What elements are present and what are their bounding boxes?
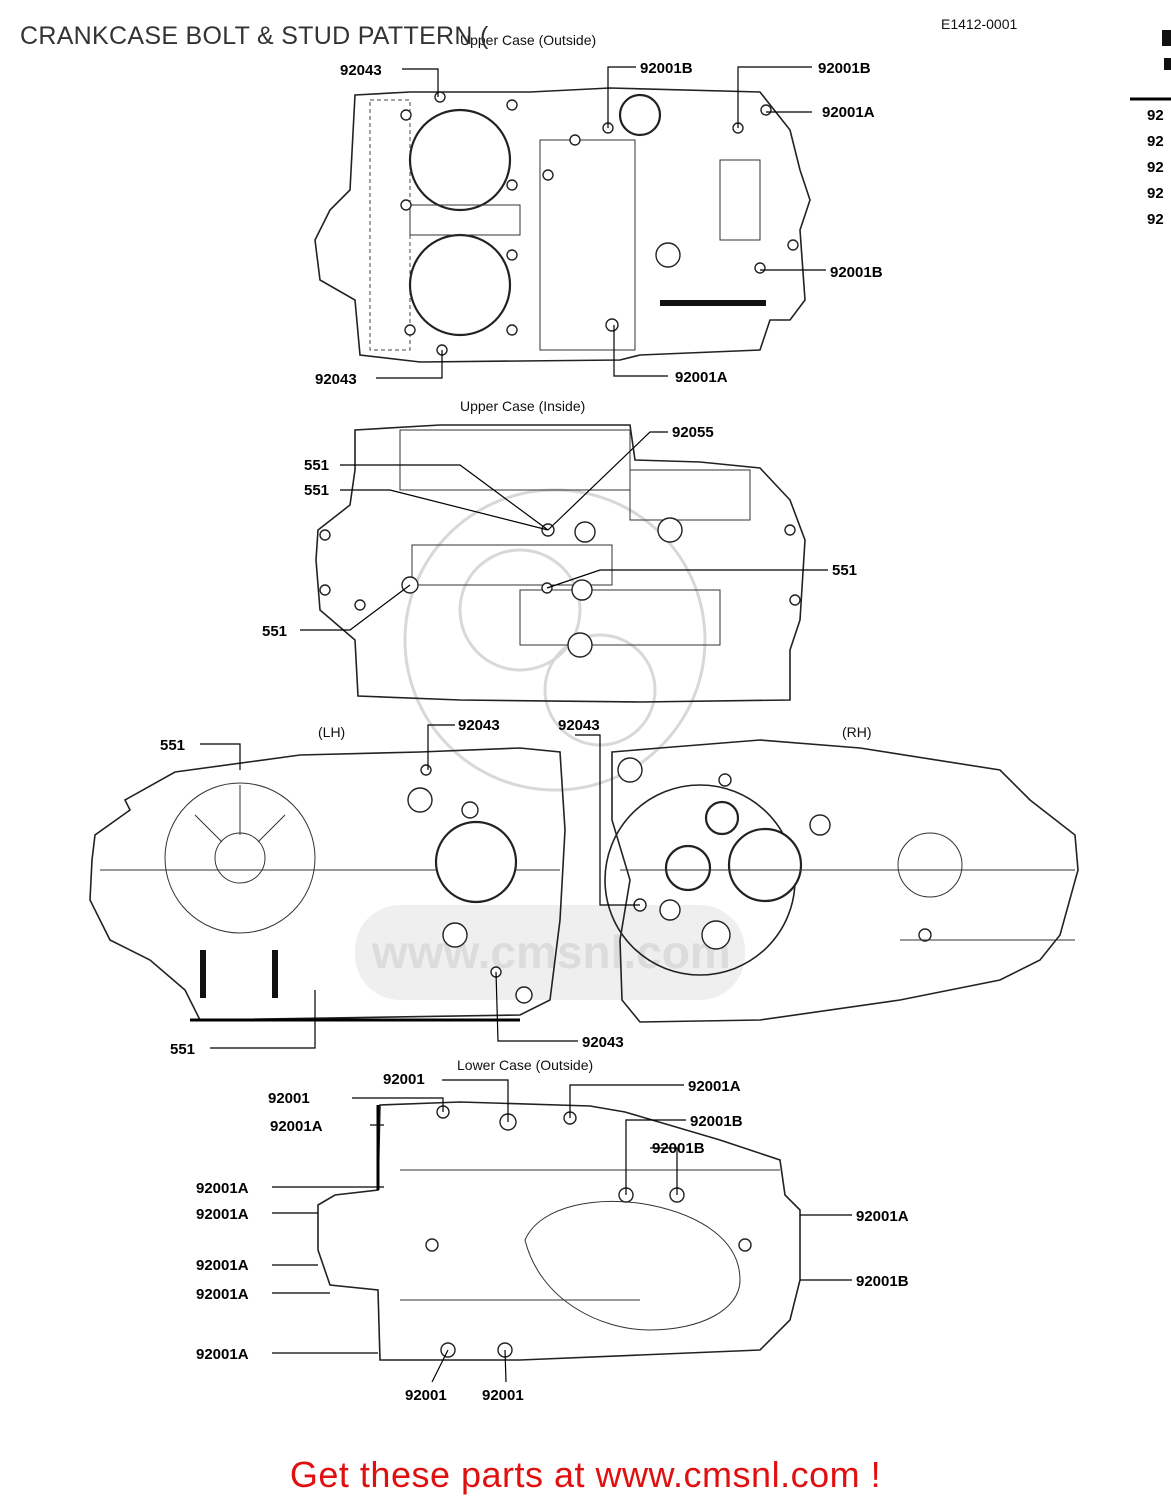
- label-92001A: 92001A: [688, 1078, 741, 1095]
- view-title-lower-outside: Lower Case (Outside): [457, 1057, 593, 1073]
- right-column-item: 92: [1147, 211, 1164, 228]
- view-title-lh: (LH): [318, 724, 345, 740]
- watermark-text: www.cmsnl.com: [371, 926, 731, 978]
- label-92001B: 92001B: [856, 1273, 909, 1290]
- upper-case-outside-view: Upper Case (Outside): [314, 32, 883, 388]
- label-92001B: 92001B: [818, 60, 871, 77]
- label-92043: 92043: [458, 717, 500, 734]
- label-92001A: 92001A: [196, 1206, 249, 1223]
- label-92001B: 92001B: [640, 60, 693, 77]
- right-column-item: 92: [1147, 159, 1164, 176]
- label-92001A: 92001A: [196, 1257, 249, 1274]
- label-92001A: 92001A: [822, 104, 875, 121]
- right-column-item: 92: [1147, 133, 1164, 150]
- label-92001: 92001: [482, 1387, 524, 1404]
- view-title-upper-outside: Upper Case (Outside): [460, 32, 596, 48]
- label-551: 551: [304, 482, 329, 499]
- label-92001B: 92001B: [830, 264, 883, 281]
- label-92001A: 92001A: [196, 1346, 249, 1363]
- label-92043: 92043: [315, 371, 357, 388]
- upper-case-inside-view: Upper Case (Inside) 551 551 92055 551 55…: [262, 398, 857, 703]
- label-92001A: 92001A: [270, 1118, 323, 1135]
- view-title-rh: (RH): [842, 724, 872, 740]
- label-92043: 92043: [558, 717, 600, 734]
- watermark-logo: www.cmsnl.com: [355, 488, 745, 1000]
- lower-case-outside-view: Lower Case (Outside) 92001 92001 92001: [196, 1057, 909, 1404]
- label-92001A: 92001A: [196, 1180, 249, 1197]
- label-92043: 92043: [582, 1034, 624, 1051]
- label-551: 551: [262, 623, 287, 640]
- label-92001: 92001: [383, 1071, 425, 1088]
- footer-link[interactable]: Get these parts at www.cmsnl.com !: [289, 1454, 882, 1495]
- label-92001A: 92001A: [856, 1208, 909, 1225]
- label-551: 551: [304, 457, 329, 474]
- label-92001: 92001: [405, 1387, 447, 1404]
- view-title-upper-inside: Upper Case (Inside): [460, 398, 585, 414]
- label-92001A: 92001A: [675, 369, 728, 386]
- label-551: 551: [170, 1041, 195, 1058]
- right-column-fragment: 92 92 92 92 92: [1130, 30, 1171, 228]
- label-92001: 92001: [268, 1090, 310, 1107]
- page-title: CRANKCASE BOLT & STUD PATTERN (: [20, 22, 489, 50]
- label-92001B: 92001B: [652, 1140, 705, 1157]
- label-551: 551: [832, 562, 857, 579]
- side-views: (LH) (RH): [89, 717, 1079, 1058]
- label-92001B: 92001B: [690, 1113, 743, 1130]
- right-column-item: 92: [1147, 107, 1164, 124]
- label-92043: 92043: [340, 62, 382, 79]
- drawing-code: E1412-0001: [941, 16, 1018, 32]
- label-92055: 92055: [672, 424, 714, 441]
- label-92001A: 92001A: [196, 1286, 249, 1303]
- label-551: 551: [160, 737, 185, 754]
- right-column-item: 92: [1147, 185, 1164, 202]
